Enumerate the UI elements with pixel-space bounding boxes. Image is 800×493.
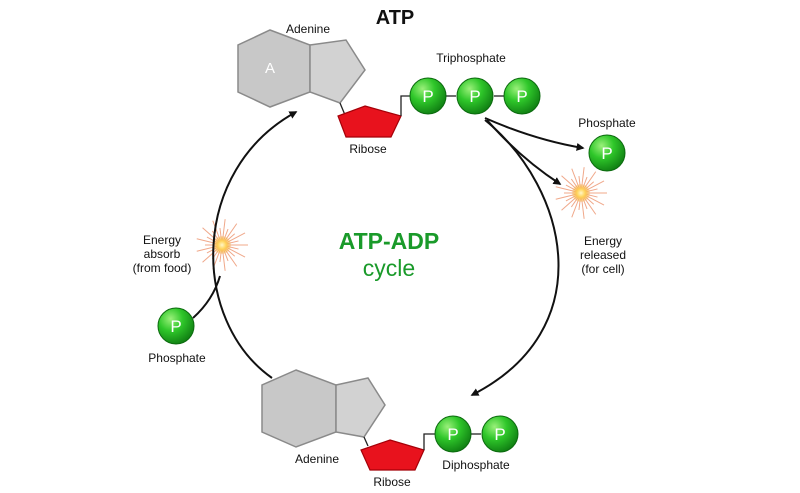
top-phosphate-3: P (503, 77, 541, 115)
energy-absorb-line-3: (from food) (133, 261, 192, 275)
atp-molecule: A Adenine Ribose Triphosphate P P P (237, 22, 541, 156)
atp-title: ATP (376, 7, 415, 29)
bottom-phosphate-1-letter: P (447, 425, 458, 444)
bottom-ribose-phosphate-bond (423, 433, 435, 450)
released-phosphate-label: Phosphate (578, 116, 636, 130)
energy-released-line-2: released (580, 248, 626, 262)
top-phosphate-1-letter: P (422, 87, 433, 106)
cycle-title-line-2: cycle (363, 255, 415, 281)
arrow-phosphate-absorb (192, 275, 221, 319)
top-ribose-phosphate-bond (400, 95, 410, 116)
energy-absorb-line-2: absorb (144, 247, 181, 261)
arrow-triphosphate-to-phosphate (484, 117, 585, 151)
top-phosphate-3-letter: P (516, 87, 527, 106)
cycle-title-line-1: ATP-ADP (339, 228, 440, 254)
bottom-phosphate-1: P (434, 415, 472, 453)
absorbed-phosphate-letter: P (170, 317, 181, 336)
arrow-atp-to-adp (470, 119, 560, 396)
top-phosphate-1: P (409, 77, 447, 115)
arrow-adp-to-atp (212, 111, 298, 379)
diphosphate-label: Diphosphate (442, 458, 510, 472)
bottom-base-ribose-bond (363, 436, 369, 447)
absorbed-phosphate: P Phosphate (148, 307, 206, 365)
released-phosphate: Phosphate P (578, 116, 636, 172)
top-base-ribose-bond (339, 102, 346, 116)
adenine-letter: A (265, 60, 275, 77)
energy-released-spark-icon (555, 167, 607, 219)
bottom-adenine-label: Adenine (295, 452, 339, 466)
bottom-phosphate-2: P (481, 415, 519, 453)
triphosphate-label: Triphosphate (436, 51, 506, 65)
top-ribose-pentagon (337, 105, 402, 138)
top-phosphate-2-letter: P (469, 87, 480, 106)
energy-released-line-1: Energy (584, 234, 622, 248)
bottom-phosphate-2-letter: P (494, 425, 505, 444)
top-phosphate-2: P (456, 77, 494, 115)
released-phosphate-letter: P (601, 144, 612, 163)
absorbed-phosphate-label: Phosphate (148, 351, 206, 365)
energy-released-line-3: (for cell) (581, 262, 624, 276)
adp-molecule: Adenine Ribose P P Diphosphate (261, 369, 519, 489)
energy-absorbed-spark-icon (196, 219, 248, 271)
arrow-to-energy-released (486, 119, 562, 185)
adenine-pentagon (309, 39, 366, 104)
top-adenine-label: Adenine (286, 22, 330, 36)
bottom-ribose-pentagon (360, 439, 425, 471)
bottom-ribose-label: Ribose (373, 475, 411, 489)
bottom-adenine-hexagon (261, 369, 337, 448)
energy-absorb-line-1: Energy (143, 233, 181, 247)
bottom-adenine-pentagon (335, 377, 386, 438)
top-ribose-label: Ribose (349, 142, 387, 156)
